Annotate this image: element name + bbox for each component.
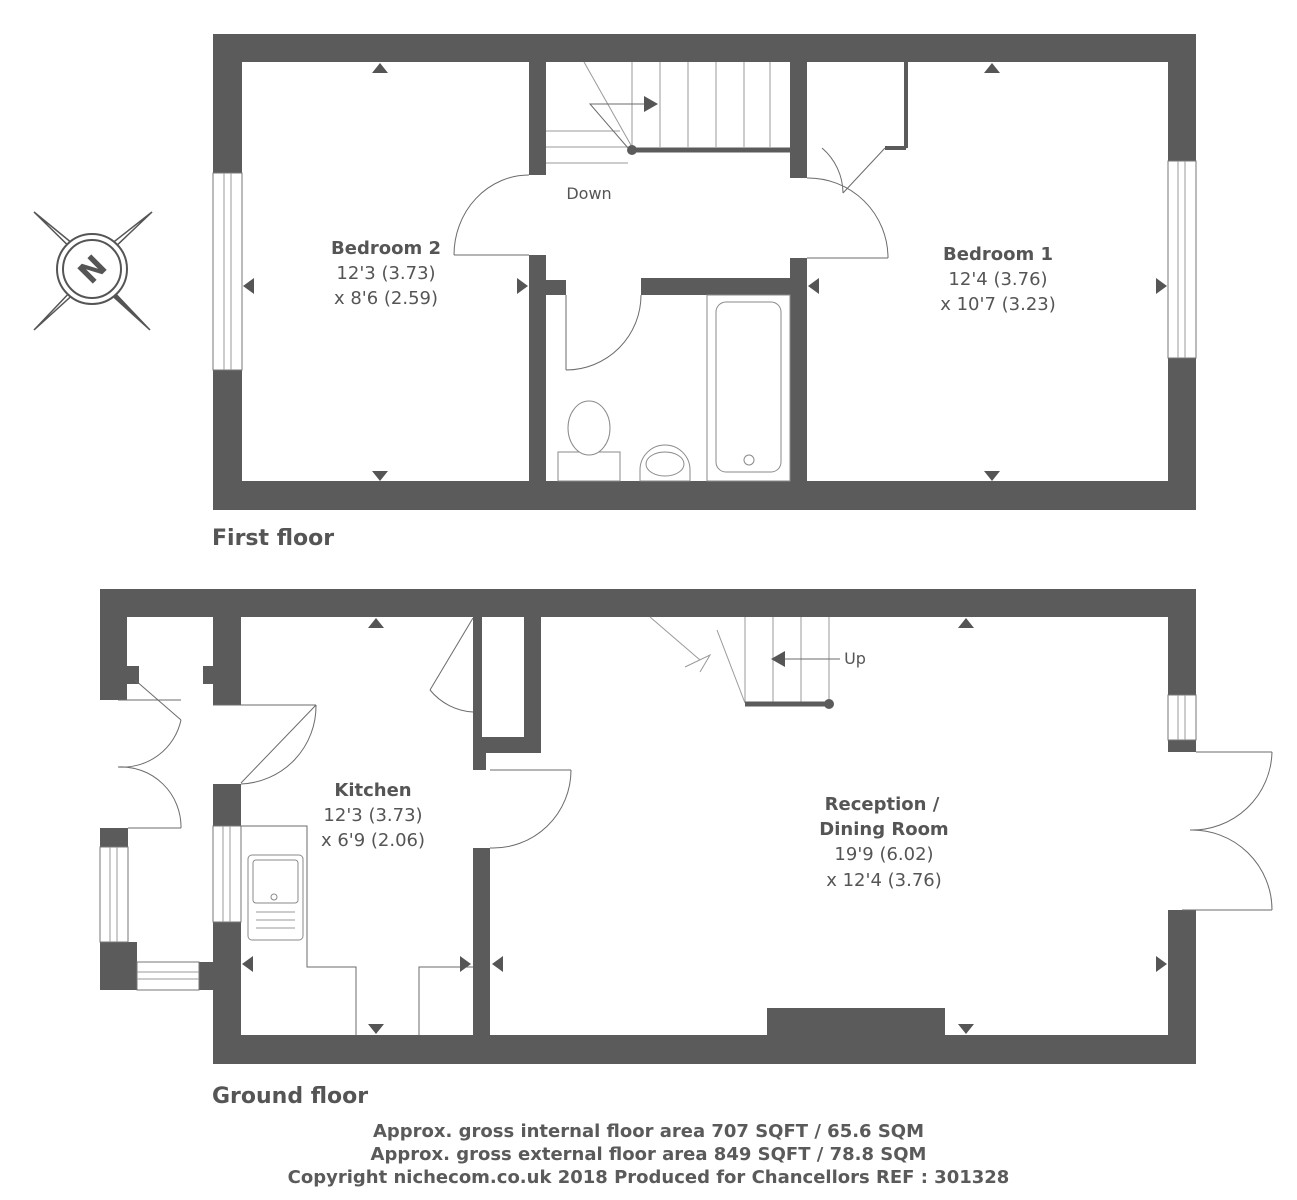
kitchen-worktop bbox=[241, 825, 473, 1035]
bedroom1-dim1: 12'4 (3.76) bbox=[948, 269, 1047, 290]
kitchen-dim2: x 6'9 (2.06) bbox=[321, 830, 425, 851]
bedroom2-dim1: 12'3 (3.73) bbox=[336, 263, 435, 284]
bathtub bbox=[706, 294, 791, 482]
window-kitchen bbox=[212, 825, 242, 923]
dimension-markers-first-floor bbox=[243, 63, 1167, 481]
footer-internal-area: Approx. gross internal floor area 707 SQ… bbox=[372, 1121, 925, 1142]
kitchen-dim1: 12'3 (3.73) bbox=[323, 805, 422, 826]
first-floor-plan: Down Bedroom 2 12'3 (3.73) x 8'6 (2.59) … bbox=[212, 34, 1197, 510]
reception-dim1: 19'9 (6.02) bbox=[834, 844, 933, 865]
basin bbox=[639, 444, 691, 482]
toilet bbox=[557, 400, 621, 482]
bedroom2-dim2: x 8'6 (2.59) bbox=[334, 288, 438, 309]
stairs-first-floor bbox=[546, 61, 790, 164]
compass-icon: N bbox=[33, 211, 153, 331]
footer-copyright: Copyright nichecom.co.uk 2018 Produced f… bbox=[287, 1167, 1010, 1188]
window-porch bbox=[99, 846, 200, 991]
down-label: Down bbox=[566, 184, 611, 203]
footer-external-area: Approx. gross external floor area 849 SQ… bbox=[370, 1144, 927, 1165]
window-bedroom2 bbox=[212, 172, 243, 371]
reception-dim2: x 12'4 (3.76) bbox=[826, 870, 942, 891]
bedroom1-name: Bedroom 1 bbox=[943, 244, 1053, 265]
dimension-markers-ground-floor bbox=[242, 618, 1167, 1034]
window-reception bbox=[1167, 694, 1197, 741]
ground-floor-plan: Up Kitchen 12'3 (3.73) x 6'9 (2.06) Rece… bbox=[99, 589, 1273, 1064]
reception-name2: Dining Room bbox=[819, 819, 948, 840]
stairs-ground-floor bbox=[649, 616, 840, 709]
up-label: Up bbox=[844, 649, 866, 668]
kitchen-sink bbox=[247, 854, 304, 941]
window-bedroom1 bbox=[1167, 160, 1197, 359]
bedroom2-name: Bedroom 2 bbox=[331, 238, 441, 259]
kitchen-name: Kitchen bbox=[334, 780, 411, 801]
ground-floor-label: Ground floor bbox=[212, 1084, 369, 1109]
first-floor-label: First floor bbox=[212, 526, 335, 551]
bedroom1-dim2: x 10'7 (3.23) bbox=[940, 294, 1056, 315]
reception-name1: Reception / bbox=[825, 794, 940, 815]
